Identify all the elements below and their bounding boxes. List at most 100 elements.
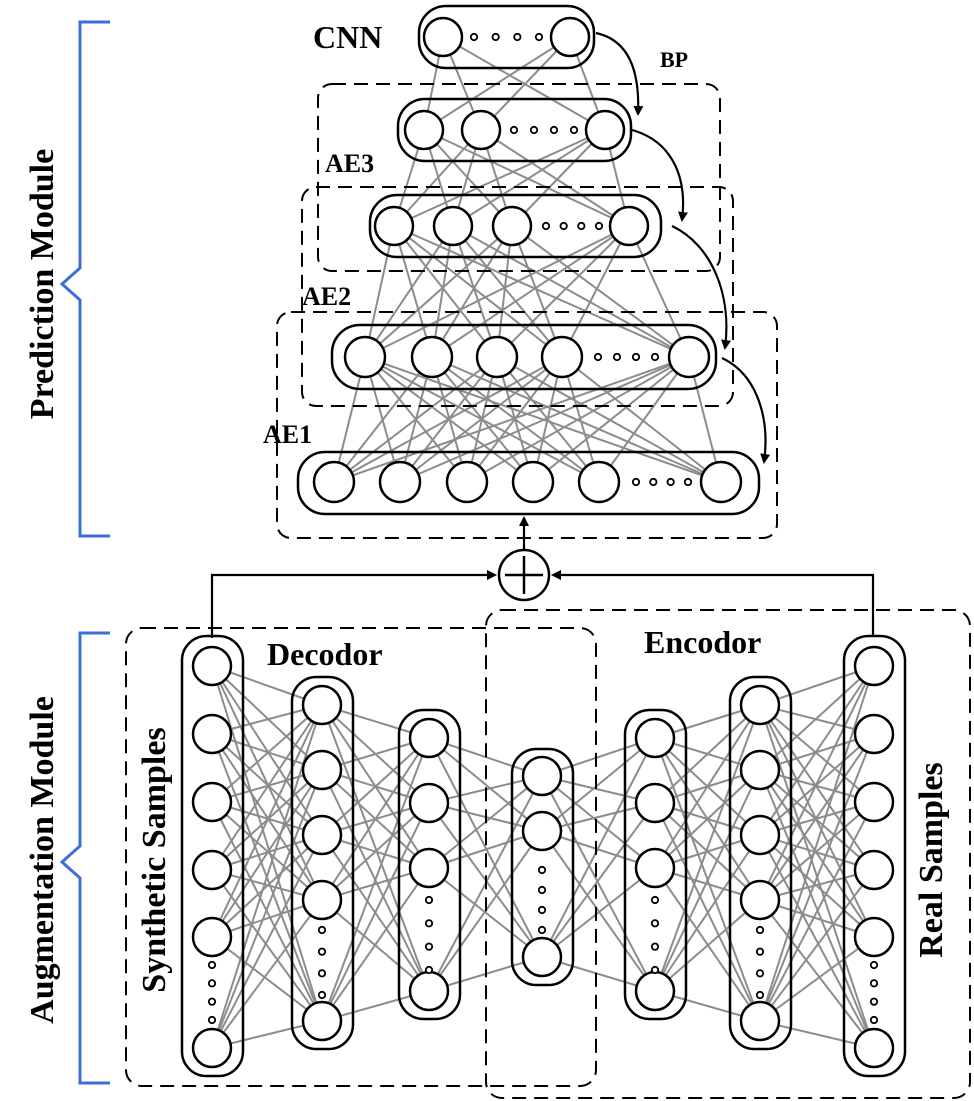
layers [180,4,907,1078]
neuron [191,713,233,755]
ellipsis-dot [317,969,327,978]
edge [759,869,875,1022]
edge [759,733,875,901]
neuron [853,849,895,891]
edge [211,769,323,938]
neuron [191,1027,233,1069]
edge [759,704,875,871]
neuron [408,970,450,1012]
ellipsis-dot [869,1015,879,1025]
edge [541,775,656,992]
edge [364,225,513,358]
edge [759,936,875,1022]
ellipsis-dot [755,969,765,978]
edge [393,225,498,358]
edge [393,225,690,358]
edge [333,356,690,483]
ellipsis-dot [594,221,604,231]
edge [561,225,630,358]
neuron [460,109,502,151]
neuron [699,460,743,504]
bp-arrows [595,31,771,464]
layer-box [623,708,688,1021]
layer-box [728,675,793,1051]
ellipsis-dot [529,125,539,135]
layer-box [396,97,633,163]
ellipsis-dot [207,1015,217,1025]
edge [541,802,656,958]
neuron [312,460,356,504]
ellipsis-dot [424,942,434,951]
ellipsis-dot [509,125,519,135]
neuron [408,782,450,824]
neuron [422,16,464,58]
layer-box [290,675,355,1051]
neuron [634,782,676,824]
edge [428,737,543,832]
ellipsis-dot [537,905,547,915]
edge [511,129,606,227]
neuron [191,916,233,958]
ellipsis-dot [207,960,217,970]
neuron [634,847,676,889]
neuron [540,335,584,379]
ellipsis-dot [317,925,327,935]
edge [452,129,606,227]
cnn-layer [417,4,596,70]
edge [211,834,323,1049]
edge [364,225,395,358]
ellipsis-dot [683,477,693,487]
ellipsis-dot [549,125,559,135]
edge [211,665,323,771]
neuron [667,335,711,379]
edge [654,769,761,992]
neuron [853,645,895,687]
edge [211,665,323,836]
ellipsis-dot [537,885,547,895]
ellipsis-dot [537,865,547,875]
edge [211,704,323,938]
real-to-sum-arrow [551,570,875,635]
ellipsis-dot [631,352,641,362]
edge [532,356,690,483]
edge [541,830,656,992]
bp-label: BP [660,47,688,72]
encoder-layer-1 [623,708,688,1021]
edge [654,899,761,992]
ae1-hidden-layer [330,323,718,391]
neuron [432,205,474,247]
edge [321,802,430,1022]
edge [333,356,563,483]
edge [759,665,875,836]
ellipsis-dot [491,32,500,42]
edge [654,704,761,992]
real-samples-label: Real Samples [913,762,950,958]
edge [393,225,433,358]
edge [759,899,875,1049]
edge [561,356,722,483]
neuron [511,460,555,504]
edge [321,737,430,836]
edge [759,801,875,1022]
edge [364,225,630,358]
edge [759,665,875,1022]
edge [211,769,323,1049]
edge [759,834,875,1049]
ellipsis-dot [537,925,547,935]
edge [364,225,454,358]
ellipsis-dot [317,990,327,1000]
edge [211,936,323,1022]
edge [399,356,563,483]
ellipsis-dot [869,979,879,988]
edge [688,356,722,483]
ae2-group-box [301,186,734,407]
neuron [584,109,626,151]
edge [431,225,454,358]
ellipsis-dot [666,477,675,487]
neuron [521,810,563,852]
edge [393,129,482,227]
neuron [475,335,519,379]
neuron [739,684,781,726]
ellipsis-dot [317,947,327,956]
decoder-group-box [125,627,597,1087]
